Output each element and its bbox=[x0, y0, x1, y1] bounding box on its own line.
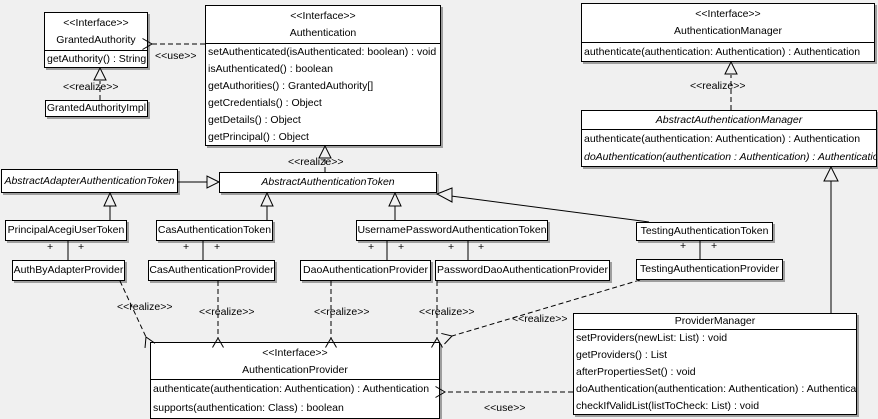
class-box-authentication: <<Interface>> Authentication setAuthenti… bbox=[205, 5, 441, 146]
triangle-arrowhead bbox=[206, 175, 221, 189]
realize-stereotype-label: <<realize>> bbox=[314, 306, 370, 318]
class-box-authentication-manager: <<Interface>> AuthenticationManager auth… bbox=[581, 3, 875, 62]
triangle-arrowhead bbox=[388, 191, 402, 207]
method-label: getCredentials() : Object bbox=[208, 97, 322, 109]
methods-compartment: authenticate(authentication: Authenticat… bbox=[151, 380, 439, 418]
class-title: PasswordDaoAuthenticationProvider bbox=[436, 264, 608, 276]
class-title: DaoAuthenticationProvider bbox=[303, 264, 428, 276]
class-box-cas-authentication-token: CasAuthenticationToken bbox=[156, 220, 273, 241]
method-label: doAuthentication(authentication: Authent… bbox=[576, 383, 856, 395]
plus-label: + bbox=[398, 241, 405, 253]
class-box-auth-by-adapter-provider: AuthByAdapterProvider bbox=[12, 260, 125, 281]
triangle-arrowhead bbox=[260, 191, 274, 207]
class-header: <<Interface>> GrantedAuthority bbox=[45, 13, 147, 51]
method-label: authenticate(authentication: Authenticat… bbox=[584, 133, 861, 145]
class-title: ProviderManager bbox=[574, 314, 856, 330]
realize-stereotype-label: <<realize>> bbox=[288, 156, 344, 168]
class-title: CasAuthenticationToken bbox=[157, 224, 272, 236]
plus-label: + bbox=[368, 241, 375, 253]
method-label: setProviders(newList: List) : void bbox=[576, 332, 728, 344]
realize-stereotype-label: <<realize>> bbox=[512, 313, 568, 325]
method-label: supports(authentication: Class) : boolea… bbox=[153, 402, 344, 414]
method-label: authenticate(authentication: Authenticat… bbox=[153, 383, 430, 395]
method-label: getAuthorities() : GrantedAuthority[] bbox=[208, 80, 374, 92]
class-box-principal-acegi-user-token: PrincipalAcegiUserToken bbox=[5, 220, 127, 241]
triangle-arrowhead bbox=[435, 187, 453, 203]
realize-stereotype-label: <<realize>> bbox=[690, 80, 746, 92]
class-box-cas-authentication-provider: CasAuthenticationProvider bbox=[148, 260, 275, 281]
class-header: <<Interface>> AuthenticationProvider bbox=[151, 343, 439, 380]
plus-label: + bbox=[47, 241, 54, 253]
class-box-granted-authority: <<Interface>> GrantedAuthority getAuthor… bbox=[44, 12, 148, 68]
realize-stereotype-label: <<realize>> bbox=[117, 301, 173, 313]
class-box-provider-manager: ProviderManager setProviders(newList: Li… bbox=[573, 313, 857, 415]
class-title: GrantedAuthority bbox=[56, 34, 136, 46]
stereotype-label: <<Interface>> bbox=[262, 347, 328, 359]
class-title: CasAuthenticationProvider bbox=[149, 264, 274, 276]
class-title: UsernamePasswordAuthenticationToken bbox=[357, 224, 547, 236]
method-label: authenticate(authentication: Authenticat… bbox=[584, 46, 861, 58]
class-title: TestingAuthenticationProvider bbox=[640, 263, 779, 275]
plus-label: + bbox=[711, 240, 718, 252]
class-title: AuthByAdapterProvider bbox=[13, 264, 124, 276]
methods-compartment: setProviders(newList: List) : void getPr… bbox=[574, 330, 856, 415]
method-label: checkIfValidList(listToCheck: List) : vo… bbox=[576, 400, 760, 412]
class-title: PrincipalAcegiUserToken bbox=[7, 224, 125, 236]
method-label: setAuthenticated(isAuthenticated: boolea… bbox=[208, 46, 437, 58]
methods-compartment: authenticate(authentication: Authenticat… bbox=[582, 130, 876, 166]
triangle-arrowhead bbox=[724, 60, 738, 75]
plus-label: + bbox=[680, 240, 687, 252]
class-title: AbstractAdapterAuthenticationToken bbox=[4, 174, 175, 187]
plus-label: + bbox=[448, 241, 455, 253]
class-title: AuthenticationProvider bbox=[242, 364, 348, 376]
methods-compartment: getAuthority() : String bbox=[45, 51, 147, 68]
class-title: AuthenticationManager bbox=[674, 25, 782, 37]
triangle-arrowhead bbox=[103, 191, 117, 207]
class-box-granted-authority-impl: GrantedAuthorityImpl bbox=[45, 100, 148, 117]
method-label: doAuthentication(authentication : Authen… bbox=[584, 151, 876, 163]
method-label: afterPropertiesSet() : void bbox=[576, 366, 696, 378]
class-box-password-dao-authentication-provider: PasswordDaoAuthenticationProvider bbox=[435, 260, 610, 281]
use-stereotype-label: <<use>> bbox=[484, 402, 526, 414]
class-header: <<Interface>> Authentication bbox=[206, 6, 440, 44]
plus-label: + bbox=[183, 241, 190, 253]
methods-compartment: authenticate(authentication: Authenticat… bbox=[582, 43, 874, 61]
stereotype-label: <<Interface>> bbox=[695, 8, 761, 20]
method-label: getPrincipal() : Object bbox=[208, 131, 309, 143]
method-label: isAuthenticated() : boolean bbox=[208, 63, 333, 75]
stereotype-label: <<Interface>> bbox=[63, 17, 129, 29]
class-box-abstract-adapter-authentication-token: AbstractAdapterAuthenticationToken bbox=[1, 169, 178, 193]
method-label: getDetails() : Object bbox=[208, 114, 301, 126]
method-label: getAuthority() : String bbox=[47, 53, 147, 65]
class-title: Authentication bbox=[289, 27, 357, 39]
triangle-arrowhead bbox=[93, 66, 107, 81]
use-stereotype-label: <<use>> bbox=[155, 50, 197, 62]
plus-label: + bbox=[478, 241, 485, 253]
class-header: <<Interface>> AuthenticationManager bbox=[582, 4, 874, 43]
class-title: TestingAuthenticationToken bbox=[640, 225, 769, 237]
class-box-testing-authentication-provider: TestingAuthenticationProvider bbox=[636, 259, 783, 280]
stereotype-label: <<Interface>> bbox=[290, 10, 356, 22]
realize-stereotype-label: <<realize>> bbox=[419, 306, 475, 318]
association-edges bbox=[67, 241, 701, 260]
triangle-arrowhead bbox=[823, 165, 839, 182]
plus-label: + bbox=[78, 241, 85, 253]
methods-compartment: setAuthenticated(isAuthenticated: boolea… bbox=[206, 44, 440, 146]
class-box-username-password-authentication-token: UsernamePasswordAuthenticationToken bbox=[356, 220, 548, 241]
edge-testing-token-extends-abstract-token bbox=[450, 195, 650, 223]
class-box-testing-authentication-token: TestingAuthenticationToken bbox=[636, 222, 773, 241]
plus-label: + bbox=[214, 241, 221, 253]
realize-stereotype-label: <<realize>> bbox=[63, 81, 119, 93]
class-box-authentication-provider: <<Interface>> AuthenticationProvider aut… bbox=[150, 342, 440, 419]
class-title: AbstractAuthenticationManager bbox=[582, 111, 876, 130]
class-box-abstract-authentication-token: AbstractAuthenticationToken bbox=[219, 172, 437, 193]
class-box-abstract-authentication-manager: AbstractAuthenticationManager authentica… bbox=[581, 110, 877, 167]
class-title: AbstractAuthenticationToken bbox=[261, 176, 395, 188]
realize-stereotype-label: <<realize>> bbox=[199, 306, 255, 318]
class-box-dao-authentication-provider: DaoAuthenticationProvider bbox=[300, 260, 431, 281]
class-title: GrantedAuthorityImpl bbox=[46, 102, 147, 114]
method-label: getProviders() : List bbox=[576, 349, 668, 361]
